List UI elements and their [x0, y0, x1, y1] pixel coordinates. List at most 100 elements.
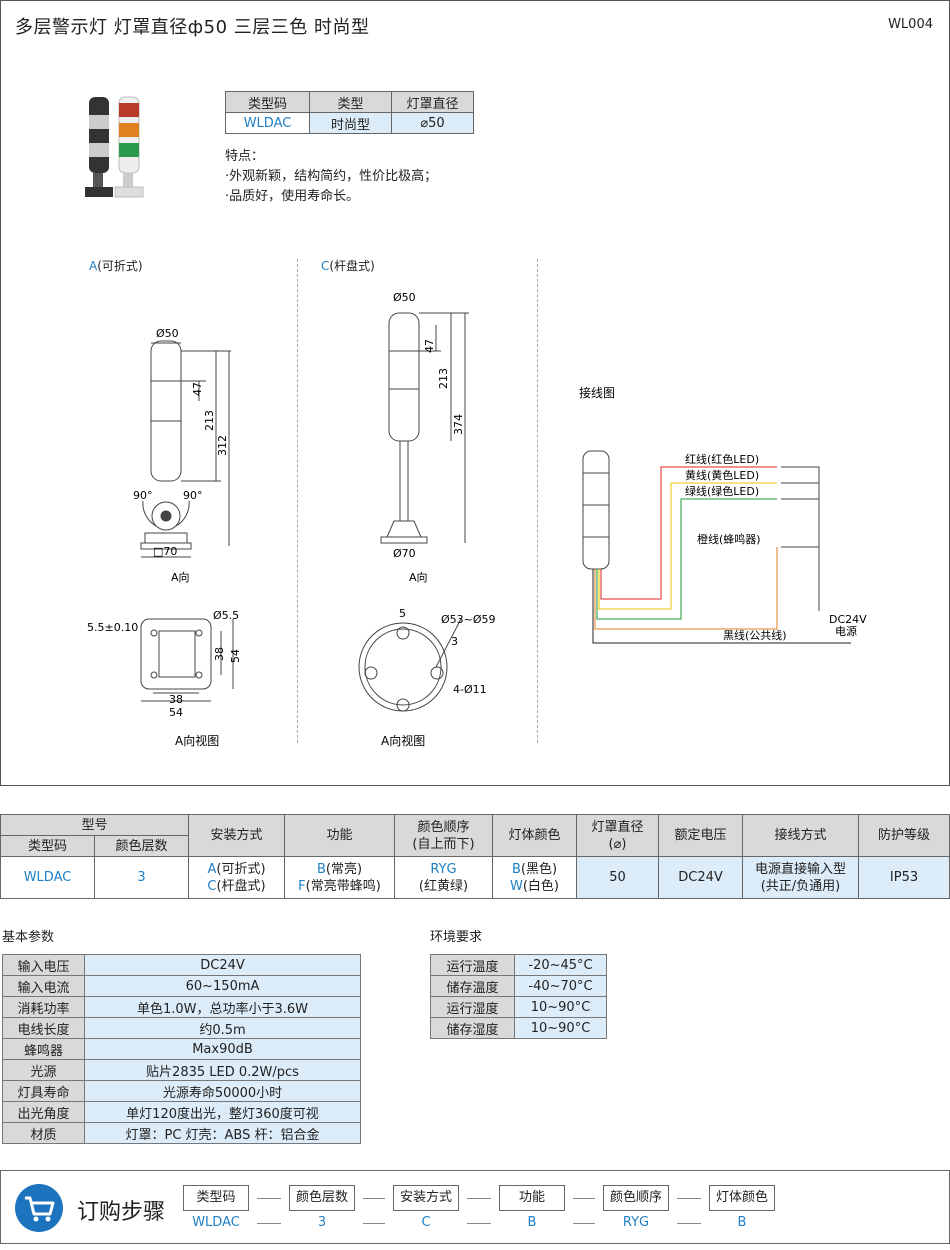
dim-c-d50: Ø50: [393, 291, 416, 304]
feature-item: ·品质好，使用寿命长。: [225, 189, 360, 204]
order-step-value: RYG: [622, 1215, 650, 1230]
order-step-value: B: [737, 1215, 747, 1230]
param-key: 消耗功率: [2, 996, 85, 1018]
spec-ip: IP53: [858, 856, 950, 899]
environment-title: 环境要求: [430, 930, 483, 945]
summary-table: 类型码 类型 灯罩直径 WLDAC 时尚型 ⌀50: [225, 91, 474, 134]
summary-type-code: WLDAC: [225, 112, 310, 134]
param-value: Max90dB: [84, 1038, 361, 1060]
order-connector: [677, 1223, 701, 1224]
param-row: 光源贴片2835 LED 0.2W/pcs: [2, 1059, 361, 1081]
spec-layers: 3: [94, 856, 189, 899]
summary-diameter: ⌀50: [391, 112, 474, 134]
param-key: 出光角度: [2, 1101, 85, 1123]
spec-wiring: 电源直接输入型(共正/负通用): [742, 856, 859, 899]
dim-a-d38v: 38: [213, 647, 226, 661]
cart-icon: [15, 1184, 63, 1232]
param-row: 灯具寿命光源寿命50000小时: [2, 1080, 361, 1102]
spec-header-wiring: 接线方式: [742, 814, 859, 857]
param-value: 灯罩：PC 灯壳：ABS 杆：铝合金: [84, 1122, 361, 1144]
spec-header-body-color: 灯体颜色: [492, 814, 577, 857]
dim-a-hole: Ø5.5: [213, 609, 239, 622]
summary-type: 时尚型: [309, 112, 392, 134]
param-row: 出光角度单灯120度出光，整灯360度可视: [2, 1101, 361, 1123]
param-key: 灯具寿命: [2, 1080, 85, 1102]
spec-voltage: DC24V: [658, 856, 743, 899]
order-connector: [257, 1198, 281, 1199]
product-photo: [85, 96, 144, 198]
drawing-c-label: C(杆盘式): [321, 259, 375, 273]
summary-header-type: 类型: [309, 91, 392, 113]
order-step-value: 3: [317, 1215, 327, 1230]
dim-c-base: Ø70: [393, 547, 416, 560]
spec-header-voltage: 额定电压: [658, 814, 743, 857]
features-heading: 特点：: [225, 149, 265, 164]
order-connector: [467, 1223, 491, 1224]
param-key: 材质: [2, 1122, 85, 1144]
spec-header-diameter: 灯罩直径(⌀): [576, 814, 659, 857]
order-connector: [257, 1223, 281, 1224]
spec-header-mount: 安装方式: [188, 814, 285, 857]
spec-header-color-order: 颜色顺序(自上而下): [394, 814, 493, 857]
divider: [297, 259, 298, 743]
spec-color-order: RYG (红黄绿): [394, 856, 493, 899]
wire-power-voltage: DC24V: [829, 613, 867, 626]
env-key: 储存温度: [430, 975, 515, 997]
dim-c-d374: 374: [452, 414, 465, 435]
dim-c-d5: 5: [399, 607, 406, 620]
order-connector: [467, 1198, 491, 1199]
env-key: 运行温度: [430, 954, 515, 976]
wiring-title: 接线图: [579, 385, 615, 400]
spec-type-code: WLDAC: [0, 856, 95, 899]
order-connector: [573, 1198, 595, 1199]
dim-a-d213: 213: [203, 410, 216, 431]
wire-red: 红线(红色LED): [685, 452, 759, 466]
order-connector: [363, 1223, 385, 1224]
dim-c-d3: 3: [451, 635, 458, 648]
dim-a-base: □70: [153, 545, 177, 558]
drawing-a-view-label: A向视图: [175, 733, 219, 748]
dim-c-d47: 47: [423, 339, 436, 353]
dim-a-d47: 47: [191, 382, 204, 396]
dim-a-d38h: 38: [169, 693, 183, 706]
param-value: 单灯120度出光，整灯360度可视: [84, 1101, 361, 1123]
spec-header-type-code: 类型码: [0, 835, 95, 857]
param-value: 光源寿命50000小时: [84, 1080, 361, 1102]
wiring-diagram: 接线图 红线(红色LED) 黄线(黄色LED) 绿线(绿色LED) 橙线(蜂鸣器…: [579, 385, 867, 644]
dim-c-d11: 4-Ø11: [453, 683, 487, 696]
order-step-box: 颜色层数: [289, 1185, 355, 1211]
order-step-box: 功能: [499, 1185, 565, 1211]
summary-header-type-code: 类型码: [225, 91, 310, 113]
drawing-a-label: A(可折式): [89, 259, 143, 273]
order-step-value: WLDAC: [192, 1215, 240, 1230]
wire-green: 绿线(绿色LED): [685, 484, 759, 498]
param-key: 输入电流: [2, 975, 85, 997]
order-step-box: 安装方式: [393, 1185, 459, 1211]
order-step-value: B: [527, 1215, 537, 1230]
spec-header-function: 功能: [284, 814, 395, 857]
param-key: 电线长度: [2, 1017, 85, 1039]
wire-orange: 橙线(蜂鸣器): [697, 532, 761, 546]
dim-a-d312: 312: [216, 435, 229, 456]
features-list: 特点： ·外观新颖，结构简约，性价比极高； ·品质好，使用寿命长。: [225, 147, 437, 207]
env-key: 运行湿度: [430, 996, 515, 1018]
env-row: 运行温度-20~45°C: [430, 954, 607, 976]
dim-a-dir: A向: [171, 570, 190, 584]
drawing-a-bottom-view: 5.5±0.10 Ø5.5 38 54 38 54 A向视图: [87, 609, 242, 748]
env-row: 储存温度-40~70°C: [430, 975, 607, 997]
basic-params-title: 基本参数: [2, 930, 55, 945]
param-value: 约0.5m: [84, 1017, 361, 1039]
spec-body-color: B(黑色) W(白色): [492, 856, 577, 899]
drawing-c-bottom-view: 5 Ø53~Ø59 3 4-Ø11 A向视图: [358, 607, 496, 748]
env-value: 10~90°C: [514, 996, 607, 1018]
product-code: WL004: [888, 17, 933, 32]
dim-c-dir: A向: [409, 570, 428, 584]
wire-black: 黑线(公共线): [723, 628, 787, 642]
env-value: -20~45°C: [514, 954, 607, 976]
order-step-box: 类型码: [183, 1185, 249, 1211]
